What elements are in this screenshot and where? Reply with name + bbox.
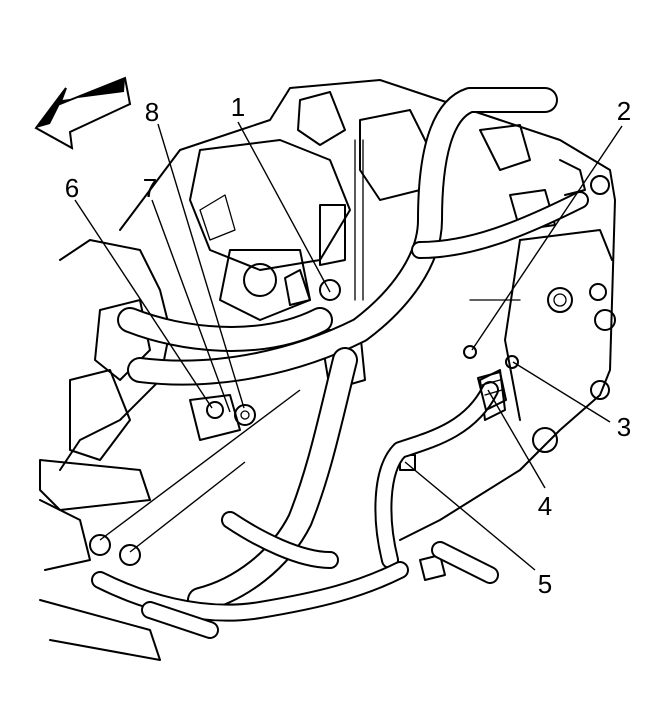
callout-6: 6 <box>65 173 79 203</box>
direction-arrow-icon <box>34 76 132 150</box>
wiring-harness <box>91 87 589 639</box>
connector-icon <box>477 371 507 411</box>
callout-2: 2 <box>617 96 631 126</box>
callout-1: 1 <box>231 92 245 122</box>
callout-labels: 1 2 3 4 5 6 7 8 <box>65 92 631 599</box>
callout-8: 8 <box>145 97 159 127</box>
callout-7: 7 <box>143 173 157 203</box>
engine-block-outline <box>39 79 616 661</box>
callout-5: 5 <box>538 569 552 599</box>
callout-4: 4 <box>538 491 552 521</box>
callout-3: 3 <box>617 412 631 442</box>
leader-lines <box>74 121 623 571</box>
